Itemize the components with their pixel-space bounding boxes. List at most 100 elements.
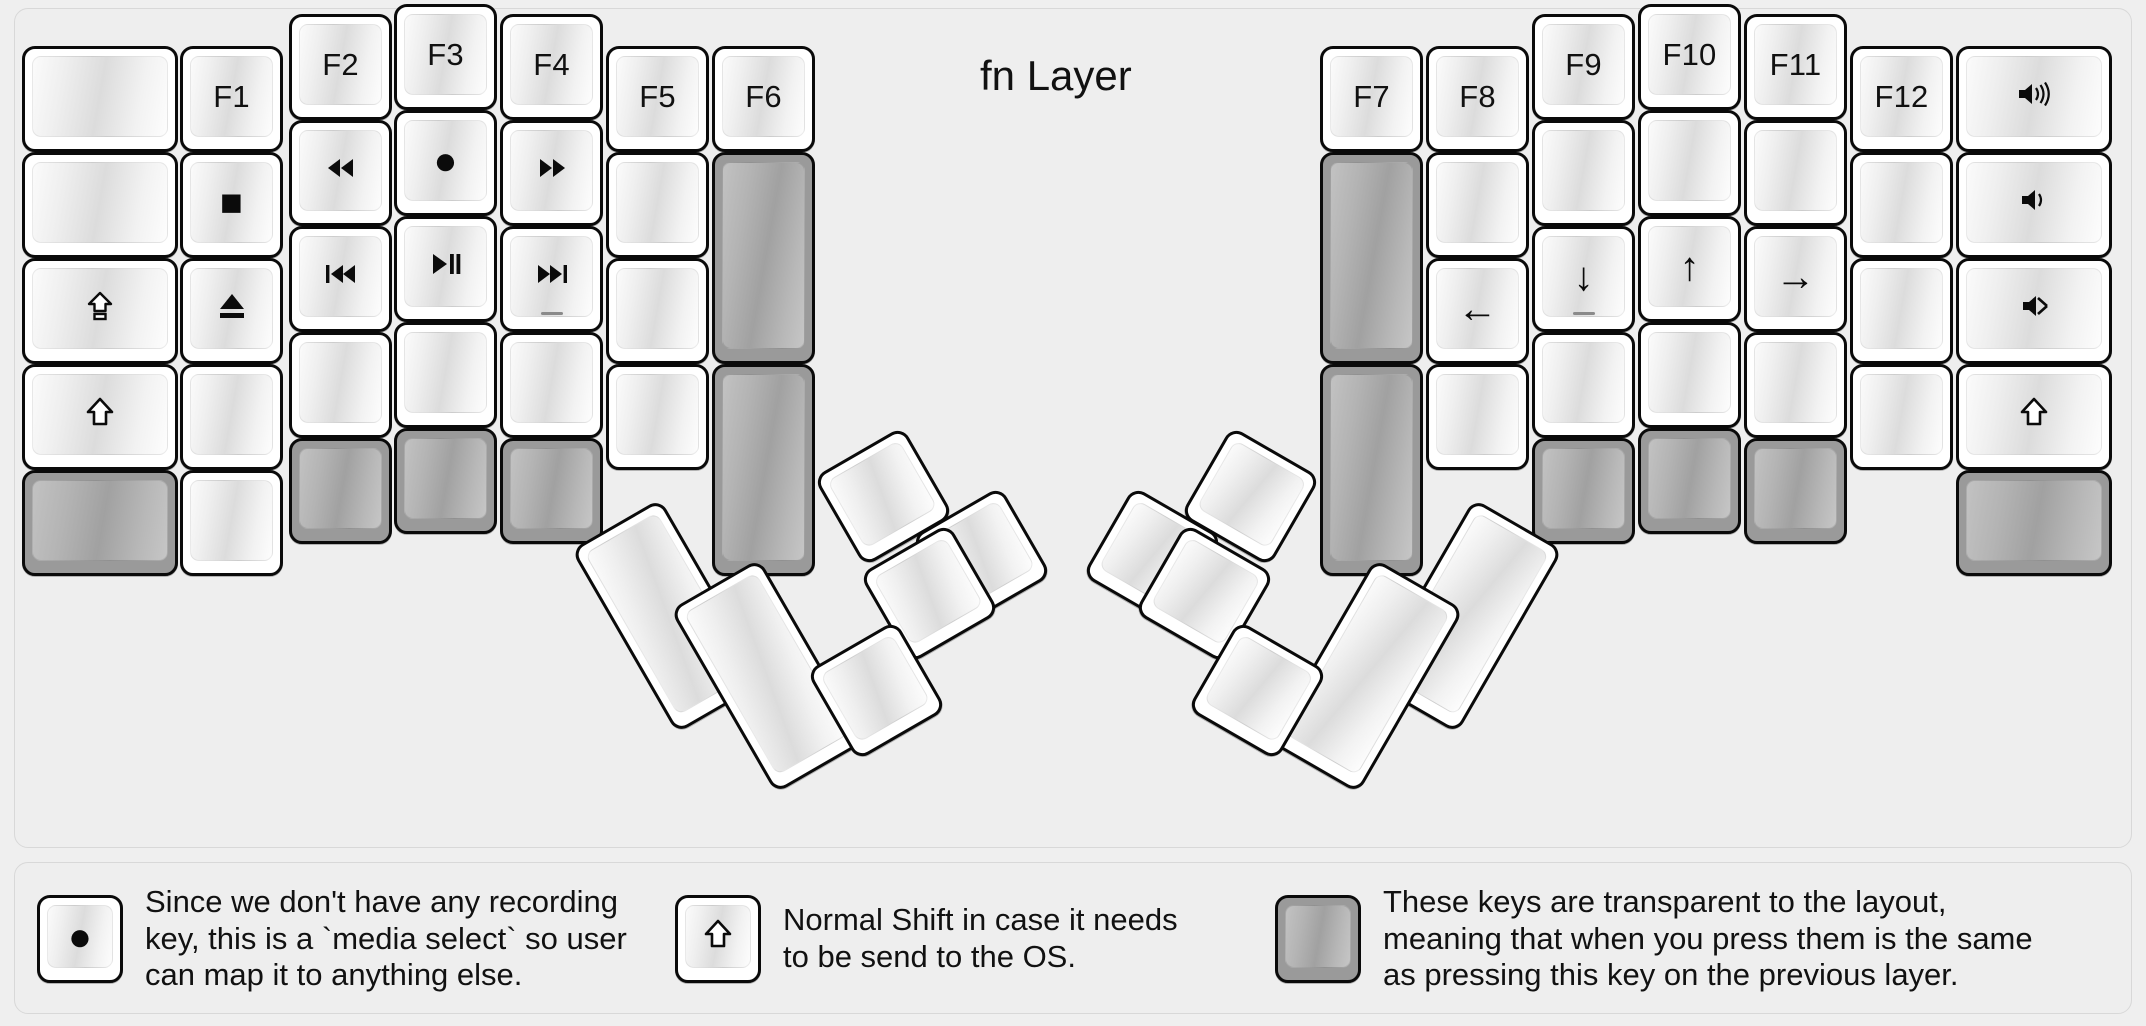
left-key-f1-r5[interactable] [180, 470, 283, 576]
key-cap [190, 374, 273, 455]
key-cap [1330, 374, 1413, 561]
left-key-f6-r2[interactable] [712, 152, 815, 364]
left-key-f1-r1[interactable]: F1 [180, 46, 283, 152]
left-key-f3-r5[interactable] [394, 428, 497, 534]
right-key-f9-r5[interactable] [1532, 438, 1635, 544]
left-key-f2-r1[interactable]: F2 [289, 14, 392, 120]
right-key-outer-right-r3[interactable] [1956, 258, 2112, 364]
left-key-f3-r4[interactable] [394, 322, 497, 428]
right-key-f11-r4[interactable] [1744, 332, 1847, 438]
right-key-outer-right-r5[interactable] [1956, 470, 2112, 576]
left-key-outer-left-r2[interactable] [22, 152, 178, 258]
left-key-f1-r3[interactable] [180, 258, 283, 364]
key-cap [616, 374, 699, 455]
left-key-f2-r3[interactable] [289, 226, 392, 332]
left-key-f6-r3[interactable] [712, 364, 815, 576]
key-label: F2 [322, 47, 359, 82]
left-key-f4-r5[interactable] [500, 438, 603, 544]
left-key-outer-left-r1[interactable] [22, 46, 178, 152]
key-cap [299, 236, 382, 317]
left-key-f2-r4[interactable] [289, 332, 392, 438]
left-key-f5-r4[interactable] [606, 364, 709, 470]
key-cap: F2 [299, 24, 382, 105]
right-key-f10-r5[interactable] [1638, 428, 1741, 534]
legend-panel: ●Since we don't have any recording key, … [14, 862, 2132, 1014]
key-cap [1648, 438, 1731, 519]
key-label: F9 [1565, 47, 1602, 82]
right-key-f10-r1[interactable]: F10 [1638, 4, 1741, 110]
right-key-f12-r1[interactable]: F12 [1850, 46, 1953, 152]
key-cap [616, 268, 699, 349]
right-key-outer-right-r2[interactable] [1956, 152, 2112, 258]
left-key-f5-r2[interactable] [606, 152, 709, 258]
key-label: F7 [1353, 79, 1390, 114]
key-cap [190, 268, 273, 349]
right-key-outer-right-r1[interactable] [1956, 46, 2112, 152]
homing-bump-icon [540, 312, 563, 315]
key-cap [1542, 448, 1625, 529]
left-key-f2-r5[interactable] [289, 438, 392, 544]
right-key-f11-r3[interactable]: → [1744, 226, 1847, 332]
key-label: F11 [1769, 47, 1822, 82]
left-key-outer-left-r5[interactable] [22, 470, 178, 576]
right-key-f12-r4[interactable] [1850, 364, 1953, 470]
key-label: F1 [213, 79, 250, 114]
key-cap [299, 448, 382, 529]
right-key-f7-r2[interactable] [1320, 152, 1423, 364]
key-cap [722, 374, 805, 561]
key-cap [404, 226, 487, 307]
key-cap [1436, 162, 1519, 243]
right-key-f9-r2[interactable] [1532, 120, 1635, 226]
right-key-f12-r2[interactable] [1850, 152, 1953, 258]
right-key-f11-r5[interactable] [1744, 438, 1847, 544]
key-cap [510, 130, 593, 211]
right-key-outer-right-r4[interactable] [1956, 364, 2112, 470]
left-key-f2-r2[interactable] [289, 120, 392, 226]
mute-icon [2013, 289, 2055, 329]
arrow-right-icon: → [1775, 254, 1816, 299]
shift-icon [2013, 395, 2055, 435]
left-key-outer-left-r4[interactable] [22, 364, 178, 470]
right-key-f10-r3[interactable]: ↑ [1638, 216, 1741, 322]
left-key-f1-r2[interactable]: ■ [180, 152, 283, 258]
left-key-f3-r1[interactable]: F3 [394, 4, 497, 110]
legend-item-2: Normal Shift in case it needs to be send… [675, 863, 1178, 1015]
left-key-f3-r3[interactable] [394, 216, 497, 322]
right-key-f10-r2[interactable] [1638, 110, 1741, 216]
right-key-f11-r2[interactable] [1744, 120, 1847, 226]
volume-down-icon [2013, 183, 2055, 223]
key-cap: ● [404, 120, 487, 201]
key-cap: F3 [404, 14, 487, 95]
left-key-f4-r3[interactable] [500, 226, 603, 332]
shift-icon [79, 395, 121, 435]
right-key-f9-r1[interactable]: F9 [1532, 14, 1635, 120]
left-key-f5-r3[interactable] [606, 258, 709, 364]
left-key-f4-r1[interactable]: F4 [500, 14, 603, 120]
right-key-f8-r3[interactable]: ← [1426, 258, 1529, 364]
eject-icon [211, 289, 253, 329]
right-key-f8-r1[interactable]: F8 [1426, 46, 1529, 152]
left-key-f4-r2[interactable] [500, 120, 603, 226]
stop-icon: ■ [220, 181, 243, 224]
right-key-f8-r4[interactable] [1426, 364, 1529, 470]
right-key-f9-r4[interactable] [1532, 332, 1635, 438]
right-key-f12-r3[interactable] [1850, 258, 1953, 364]
left-key-f4-r4[interactable] [500, 332, 603, 438]
key-cap: F12 [1860, 56, 1943, 137]
key-label: F8 [1459, 79, 1496, 114]
left-key-f5-r1[interactable]: F5 [606, 46, 709, 152]
right-key-f7-r1[interactable]: F7 [1320, 46, 1423, 152]
right-key-f7-r3[interactable] [1320, 364, 1423, 576]
right-key-f11-r1[interactable]: F11 [1744, 14, 1847, 120]
right-key-f9-r3[interactable]: ↓ [1532, 226, 1635, 332]
right-key-f8-r2[interactable] [1426, 152, 1529, 258]
right-key-f10-r4[interactable] [1638, 322, 1741, 428]
key-cap [1648, 120, 1731, 201]
left-key-f6-r1[interactable]: F6 [712, 46, 815, 152]
left-key-outer-left-r3[interactable] [22, 258, 178, 364]
left-key-f3-r2[interactable]: ● [394, 110, 497, 216]
left-key-f1-r4[interactable] [180, 364, 283, 470]
arrow-down-icon: ↓ [1573, 254, 1594, 299]
page-title: fn Layer [980, 52, 1132, 99]
